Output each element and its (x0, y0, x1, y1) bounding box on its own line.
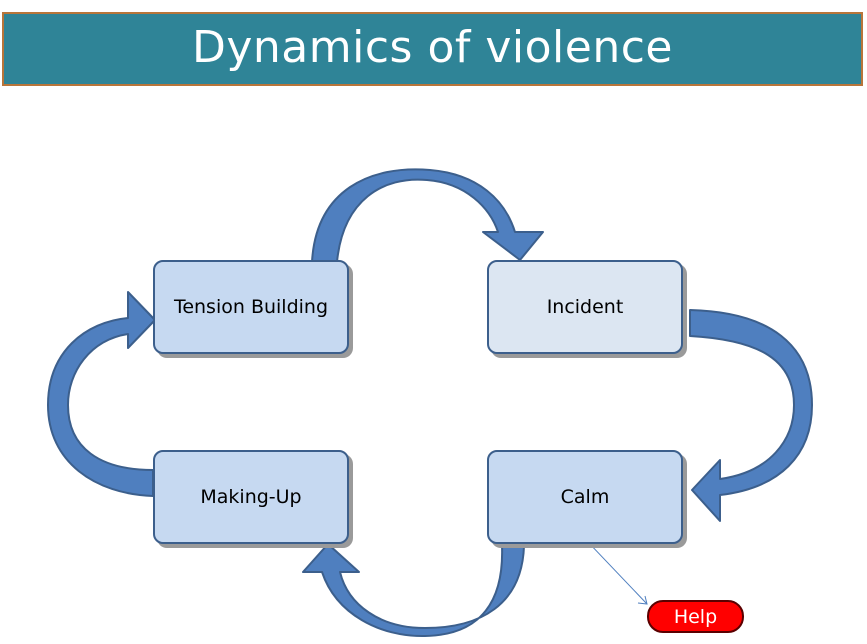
node-making-up-label: Making-Up (200, 486, 302, 508)
page-title: Dynamics of violence (192, 21, 673, 73)
node-calm-label: Calm (560, 486, 610, 508)
help-pointer-arrowhead (637, 595, 648, 605)
node-tension-building: Tension Building (153, 260, 349, 354)
node-calm: Calm (487, 450, 683, 544)
help-button[interactable]: Help (647, 600, 744, 633)
arrow-calm-to-makingup (302, 543, 525, 638)
arrow-makingup-to-tension (47, 291, 156, 497)
node-incident-label: Incident (546, 296, 624, 318)
arrow-incident-to-calm (689, 309, 813, 522)
node-incident: Incident (487, 260, 683, 354)
arrow-tension-to-incident (311, 168, 544, 263)
node-making-up: Making-Up (153, 450, 349, 544)
title-bar: Dynamics of violence (2, 12, 863, 86)
node-tension-building-label: Tension Building (173, 296, 329, 318)
